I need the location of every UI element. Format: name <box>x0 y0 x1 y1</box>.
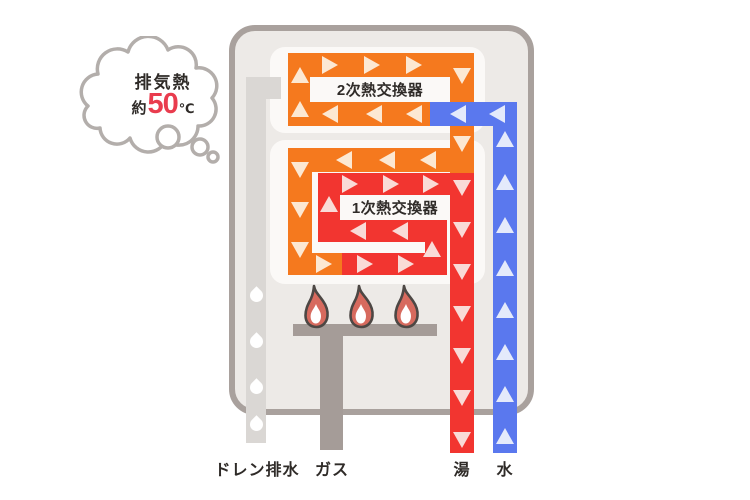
flow-arrow-icon <box>453 432 471 448</box>
drain-label: ドレン排水 <box>214 462 300 479</box>
flow-arrow-icon <box>496 302 514 318</box>
gas-label: ガス <box>314 462 349 479</box>
secondary-exchanger-label: 2次熱交換器 <box>310 77 450 102</box>
flow-arrow-icon <box>423 241 441 257</box>
flow-arrow-icon <box>406 56 422 74</box>
flow-arrow-icon <box>406 105 422 123</box>
flow-arrow-icon <box>423 175 439 193</box>
cloud-tail-curl-icon <box>190 137 210 157</box>
flow-arrow-icon <box>496 260 514 276</box>
flow-arrow-icon <box>453 68 471 84</box>
flow-arrow-icon <box>357 255 373 273</box>
flow-arrow-icon <box>342 175 358 193</box>
flow-arrow-icon <box>291 162 309 178</box>
flow-arrow-icon <box>291 202 309 218</box>
temperature-value: 50 <box>147 88 179 120</box>
flow-arrow-icon <box>496 344 514 360</box>
flow-arrow-icon <box>496 428 514 444</box>
flow-arrow-icon <box>453 348 471 364</box>
flow-arrow-icon <box>364 56 380 74</box>
flow-arrow-icon <box>420 151 436 169</box>
flow-arrow-icon <box>336 151 352 169</box>
cloud-tail-curl-icon <box>206 150 220 164</box>
exhaust-cloud-icon <box>79 36 220 164</box>
flow-arrow-icon <box>453 136 471 152</box>
flow-arrow-icon <box>496 217 514 233</box>
secondary-top-pipe <box>288 53 474 77</box>
flame-icon <box>392 283 422 329</box>
flow-arrow-icon <box>450 105 466 123</box>
flow-arrow-icon <box>379 151 395 169</box>
flow-arrow-icon <box>322 105 338 123</box>
flow-arrow-icon <box>398 255 414 273</box>
exhaust-heat-label: 排気熱 <box>134 73 192 92</box>
flow-arrow-icon <box>453 306 471 322</box>
flow-arrow-icon <box>392 222 408 240</box>
flow-arrow-icon <box>453 264 471 280</box>
flow-arrow-icon <box>496 131 514 147</box>
flow-arrow-icon <box>291 101 309 117</box>
flow-arrow-icon <box>320 196 338 212</box>
flow-arrow-icon <box>383 175 399 193</box>
flow-arrow-icon <box>489 105 505 123</box>
flow-arrow-icon <box>366 105 382 123</box>
exhaust-temperature: 約 50 ℃ <box>100 90 226 119</box>
drain-pipe <box>246 77 266 443</box>
flame-icon <box>302 283 332 329</box>
flow-arrow-icon <box>496 174 514 190</box>
flow-arrow-icon <box>350 222 366 240</box>
flow-arrow-icon <box>453 390 471 406</box>
gas-pipe <box>320 336 343 450</box>
primary-exchanger-label: 1次熱交換器 <box>340 195 450 220</box>
cloud-outline <box>79 36 219 154</box>
flow-arrow-icon <box>291 242 309 258</box>
flow-arrow-icon <box>453 180 471 196</box>
hot-water-label: 湯 <box>453 462 471 479</box>
cold-water-label: 水 <box>496 462 514 479</box>
temperature-unit: ℃ <box>178 101 195 116</box>
approx-prefix: 約 <box>131 100 147 117</box>
flow-arrow-icon <box>453 222 471 238</box>
cloud-tail-curl-icon <box>155 124 181 150</box>
flow-arrow-icon <box>316 255 332 273</box>
flow-arrow-icon <box>291 67 309 83</box>
flame-icon <box>347 283 377 329</box>
flow-arrow-icon <box>322 56 338 74</box>
flow-arrow-icon <box>496 386 514 402</box>
